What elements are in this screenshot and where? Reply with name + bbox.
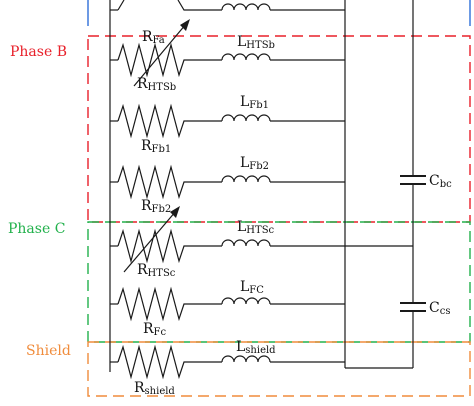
label-r-fc: RFc [143, 321, 166, 338]
label-l-shield: Lshield [236, 339, 276, 356]
shield-label: Shield [26, 343, 71, 359]
label-r-shield: Rshield [134, 380, 175, 397]
phase-b-label: Phase B [10, 44, 67, 60]
wiring [109, 0, 426, 380]
label-r-fb2: RFb2 [141, 198, 171, 215]
phase-c-box [87, 221, 471, 343]
label-c-cs: Ccs [429, 300, 450, 317]
label-c-bc: Cbc [429, 173, 452, 190]
label-r-fb1: RFb1 [141, 138, 171, 155]
label-r-fa: RFa [142, 29, 165, 46]
label-r-htsc: RHTSc [137, 262, 176, 279]
arrowhead-htsc [170, 206, 180, 218]
label-l-fb2: LFb2 [240, 155, 269, 172]
label-l-fc: LFC [240, 279, 264, 296]
arrowhead-htsb [180, 19, 190, 31]
label-r-htsb: RHTSb [137, 76, 176, 93]
label-l-fb1: LFb1 [240, 94, 269, 111]
shield-box [87, 341, 471, 397]
label-l-htsc: LHTSc [237, 219, 275, 236]
phase-c-label: Phase C [8, 221, 65, 237]
label-l-htsb: LHTSb [237, 34, 275, 51]
